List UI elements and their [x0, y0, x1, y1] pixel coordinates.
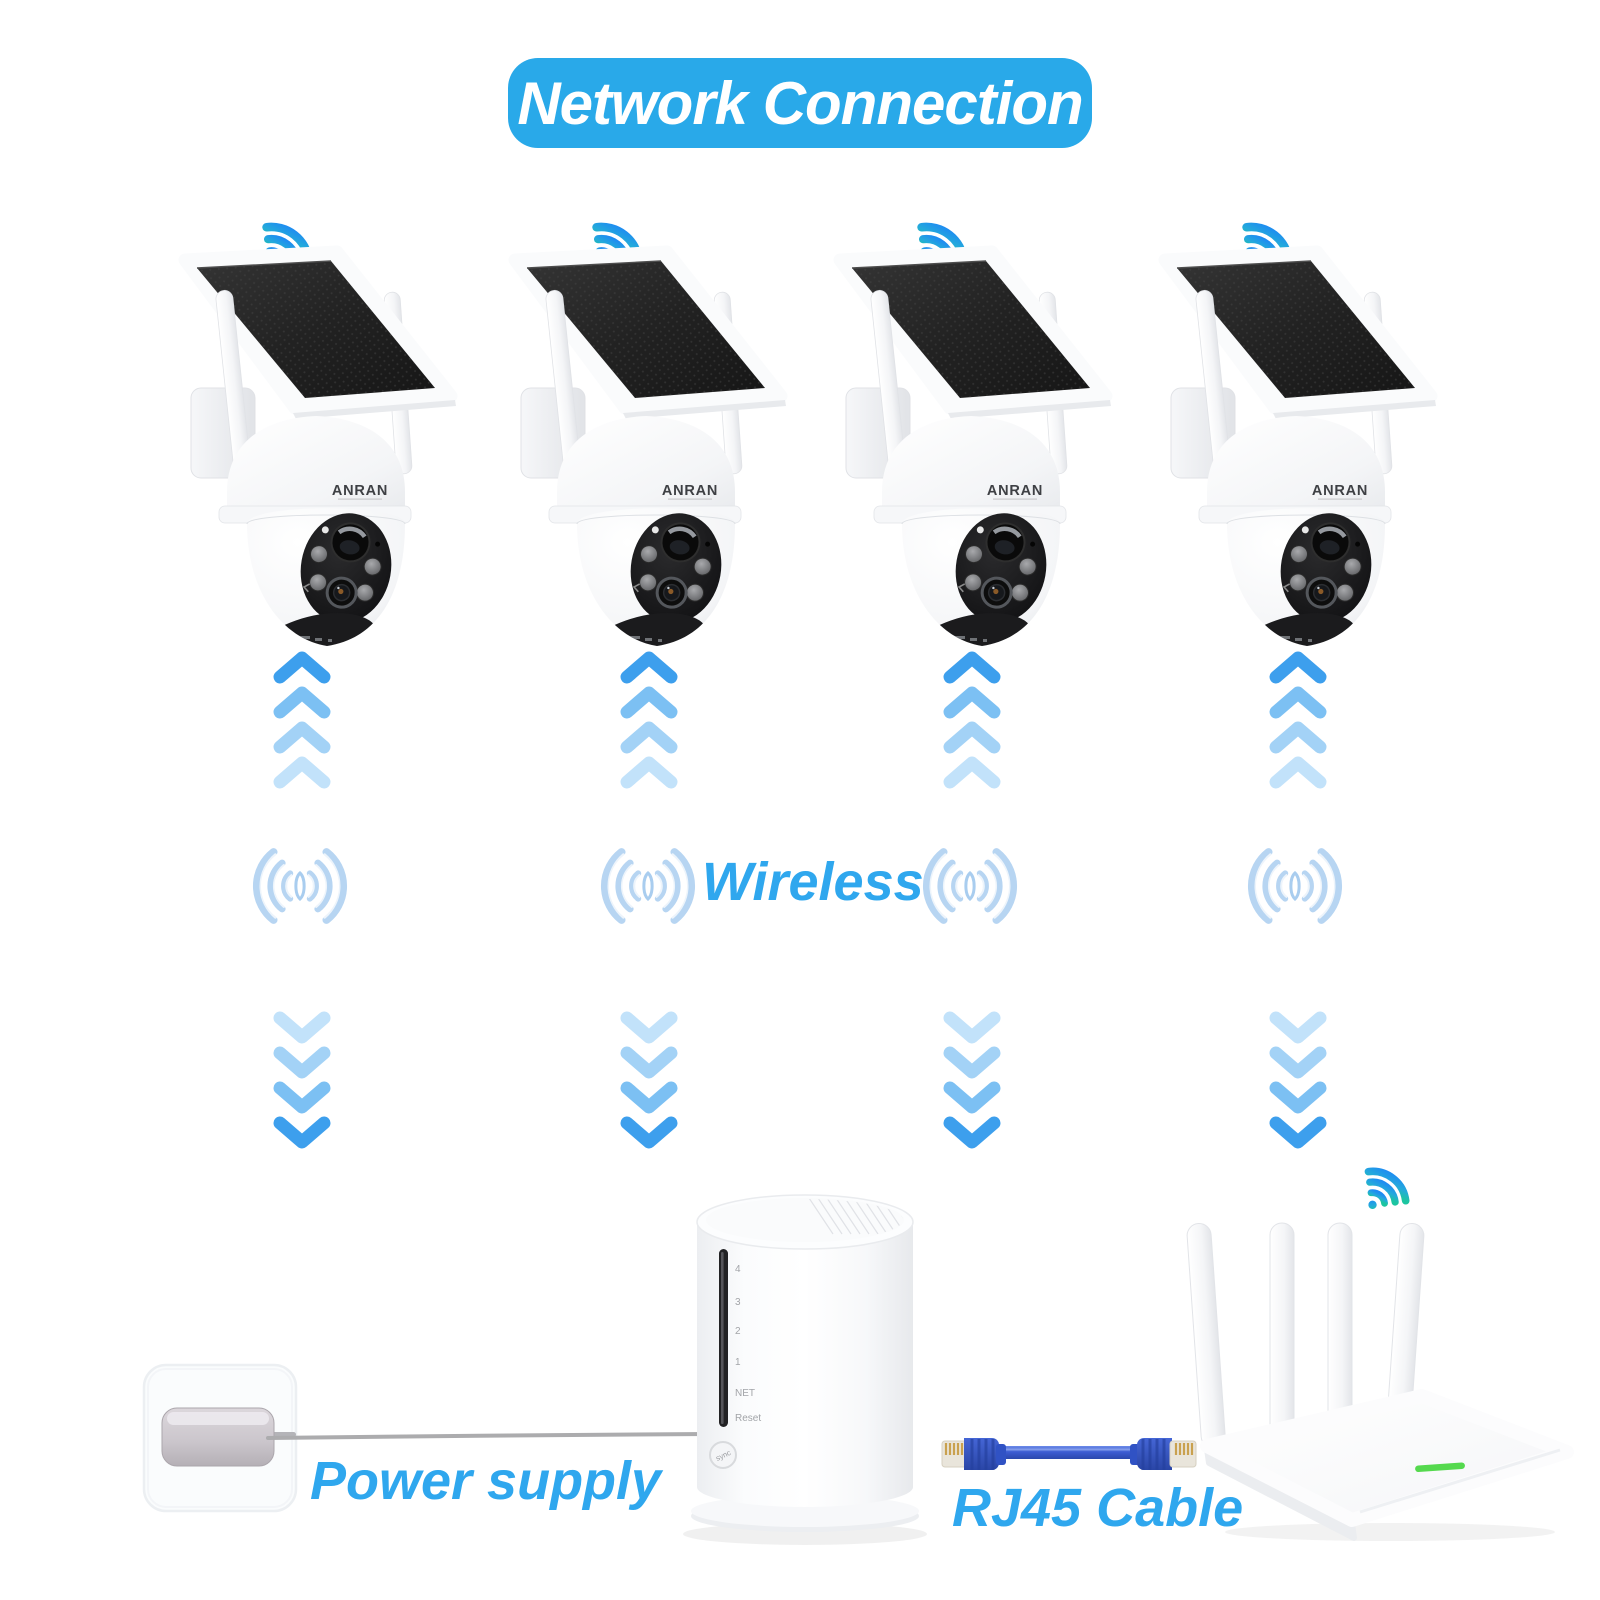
chevron-up-arrows: [941, 648, 1003, 790]
rj45-connector-left: [941, 1438, 1006, 1470]
radio-waves-icon: [240, 846, 360, 926]
reset-label: Reset: [735, 1413, 761, 1424]
chevron-down-arrows: [941, 1008, 1003, 1150]
rj45-cable-label: RJ45 Cable: [952, 1478, 1244, 1538]
wifi-router: [1186, 1128, 1574, 1541]
wireless-label: Wireless: [702, 852, 924, 912]
router-top: [1200, 1389, 1574, 1527]
port-label-1: 1: [735, 1357, 741, 1368]
router-antennas: [1186, 1222, 1425, 1449]
chevron-up-arrows: [1267, 648, 1329, 790]
port-label-2: 2: [735, 1326, 741, 1337]
base-station-body: [697, 1222, 913, 1507]
wifi-signal-icon: [1351, 1164, 1411, 1223]
camera-brand-label: ANRAN: [332, 483, 388, 499]
rj45-cable: [941, 1438, 1197, 1470]
radio-waves-icon: [588, 846, 708, 926]
port-label-3: 3: [735, 1297, 741, 1308]
chevron-down-arrows: [271, 1008, 333, 1150]
page-title: Network Connection: [517, 69, 1083, 137]
radio-waves-icon: [910, 846, 1030, 926]
power-cable: [266, 1432, 710, 1440]
solar-camera-2: ANRAN: [495, 190, 805, 650]
camera-brand-label: ANRAN: [1312, 483, 1368, 499]
solar-camera-3: ANRAN: [820, 190, 1130, 650]
sync-button: [709, 1441, 737, 1469]
radio-waves-icon: [1235, 846, 1355, 926]
power-supply-label: Power supply: [310, 1451, 662, 1511]
base-station: 4 3 2 1 NET Reset sync: [683, 1194, 927, 1545]
port-label-4: 4: [735, 1264, 741, 1275]
camera-brand-label: ANRAN: [662, 483, 718, 499]
solar-camera-1: ANRAN: [165, 190, 475, 650]
chevron-up-arrows: [271, 648, 333, 790]
solar-camera-4: ANRAN: [1145, 190, 1455, 650]
plug-cord-stub: [272, 1432, 296, 1437]
power-outlet: [142, 1363, 298, 1513]
rj45-connector-right: [1130, 1438, 1197, 1470]
title-banner: Network Connection: [508, 58, 1092, 148]
router-status-led: [1415, 1462, 1465, 1473]
camera-brand-label: ANRAN: [987, 483, 1043, 499]
chevron-up-arrows: [618, 648, 680, 790]
net-label: NET: [735, 1388, 755, 1399]
chevron-down-arrows: [618, 1008, 680, 1150]
